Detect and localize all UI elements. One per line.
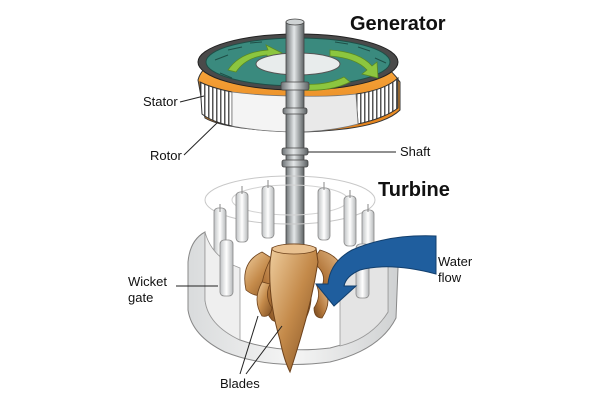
water-flow-label-line2: flow	[438, 270, 462, 285]
shaft-label: Shaft	[400, 144, 431, 159]
rotor-leader-line	[183, 121, 219, 156]
wicket-gate-vanes	[213, 180, 375, 259]
stator-windings	[214, 41, 387, 79]
stator-leader-line	[179, 95, 205, 103]
water-flow-label-line1: Water	[438, 254, 473, 269]
wicket-gate-label-line2: gate	[128, 290, 153, 305]
turbine-title: Turbine	[378, 179, 450, 201]
blades-leader-line-1	[239, 315, 259, 375]
blades-leader-line-2	[245, 325, 283, 375]
wicket-gate-label-line1: Wicket	[128, 274, 167, 289]
stator-right-side	[355, 76, 399, 125]
water-flow-arrow	[314, 235, 437, 307]
generator-title: Generator	[350, 13, 446, 35]
rotation-arrows	[227, 44, 379, 96]
rotor-label: Rotor	[150, 148, 182, 163]
blades-label: Blades	[220, 376, 260, 391]
stator-label: Stator	[143, 94, 178, 109]
turbine-assembly	[187, 175, 437, 374]
